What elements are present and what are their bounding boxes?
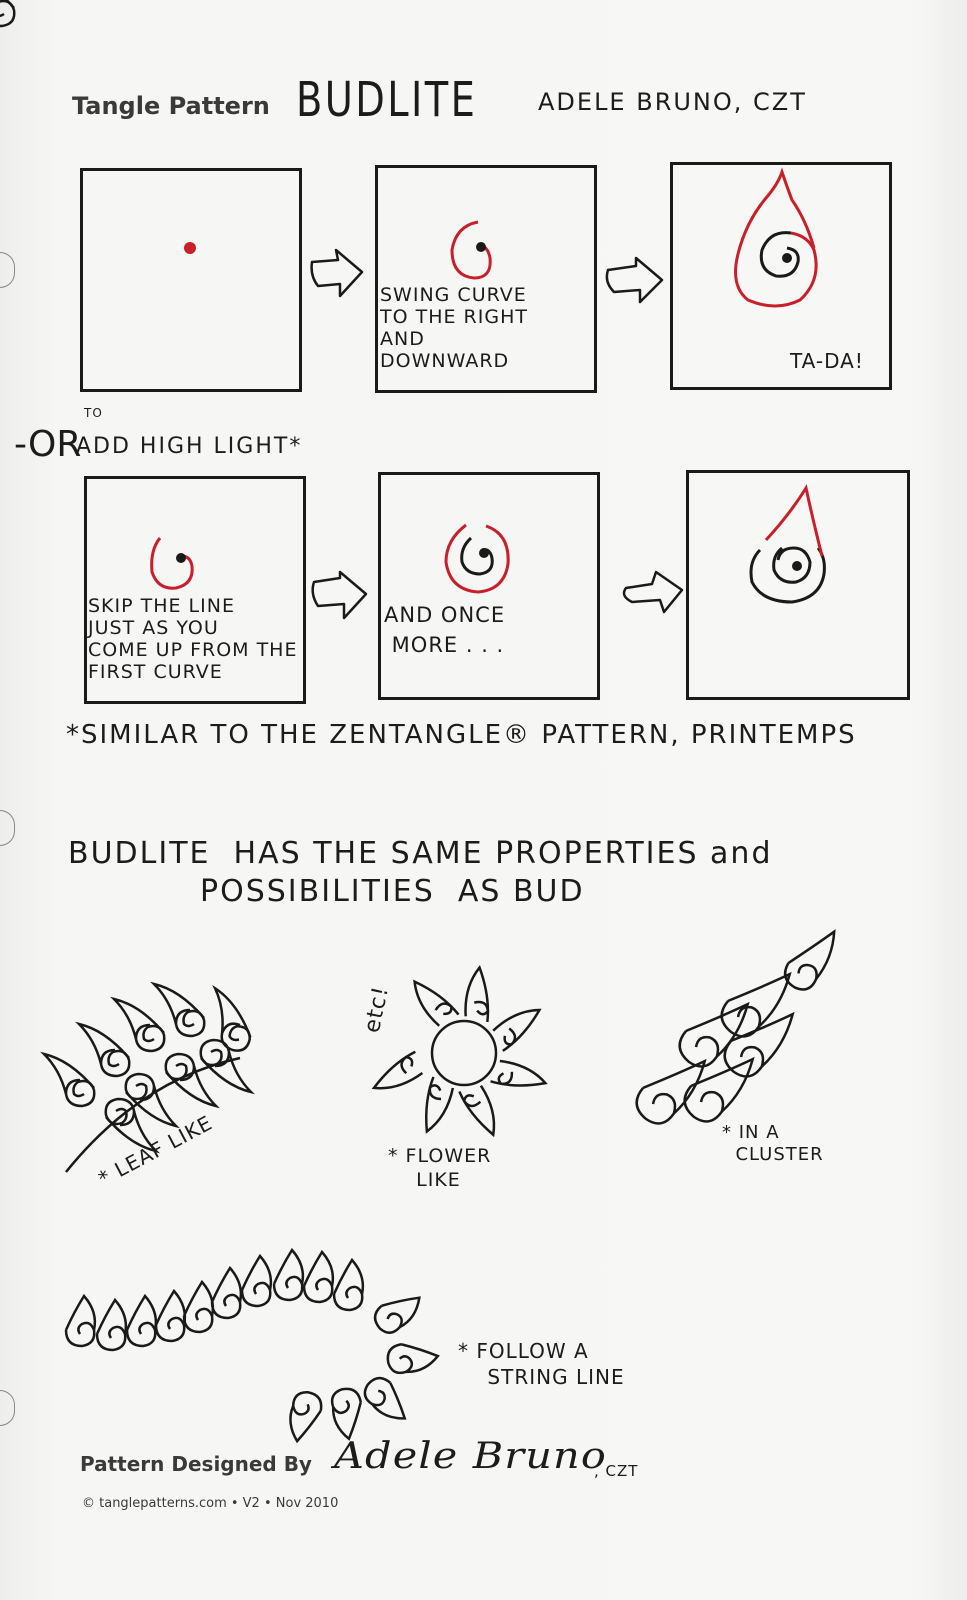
step-box-5 xyxy=(378,472,600,700)
step-caption: AND ONCE MORE . . . xyxy=(384,603,506,657)
string-line-label: * FOLLOW A STRING LINE xyxy=(458,1339,625,1389)
variation-title: ADD HIGH LIGHT* xyxy=(76,434,303,459)
footnote: *SIMILAR TO THE ZENTANGLE® PATTERN, PRIN… xyxy=(66,720,857,750)
pattern-title: BUDLITE xyxy=(296,72,478,128)
flower-like-label: * FLOWER LIKE xyxy=(388,1145,492,1191)
designed-by-label: Pattern Designed By xyxy=(80,1452,312,1476)
properties-line-1: BUDLITE HAS THE SAME PROPERTIES and xyxy=(68,836,773,871)
step-caption: TA-DA! xyxy=(790,349,864,373)
properties-line-2: POSSIBILITIES AS BUD xyxy=(200,874,585,909)
step-box-1 xyxy=(80,168,302,392)
step-caption: SWING CURVE TO THE RIGHT AND DOWNWARD xyxy=(380,284,528,372)
step-box-2 xyxy=(375,165,597,393)
step-box-3 xyxy=(670,162,892,390)
cluster-label: * IN A CLUSTER xyxy=(722,1122,824,1165)
step-box-6 xyxy=(686,470,910,700)
author-name: ADELE BRUNO, CZT xyxy=(538,88,807,116)
header-label: Tangle Pattern xyxy=(72,92,270,120)
step-caption: SKIP THE LINE JUST AS YOU COME UP FROM T… xyxy=(88,595,298,683)
to-label: TO xyxy=(84,406,103,420)
designer-credential: , CZT xyxy=(594,1462,639,1480)
or-label: -OR xyxy=(14,424,82,465)
step-box-4 xyxy=(84,476,306,704)
copyright-line: © tanglepatterns.com • V2 • Nov 2010 xyxy=(82,1496,339,1511)
designer-signature: Adele Bruno xyxy=(334,1436,607,1477)
